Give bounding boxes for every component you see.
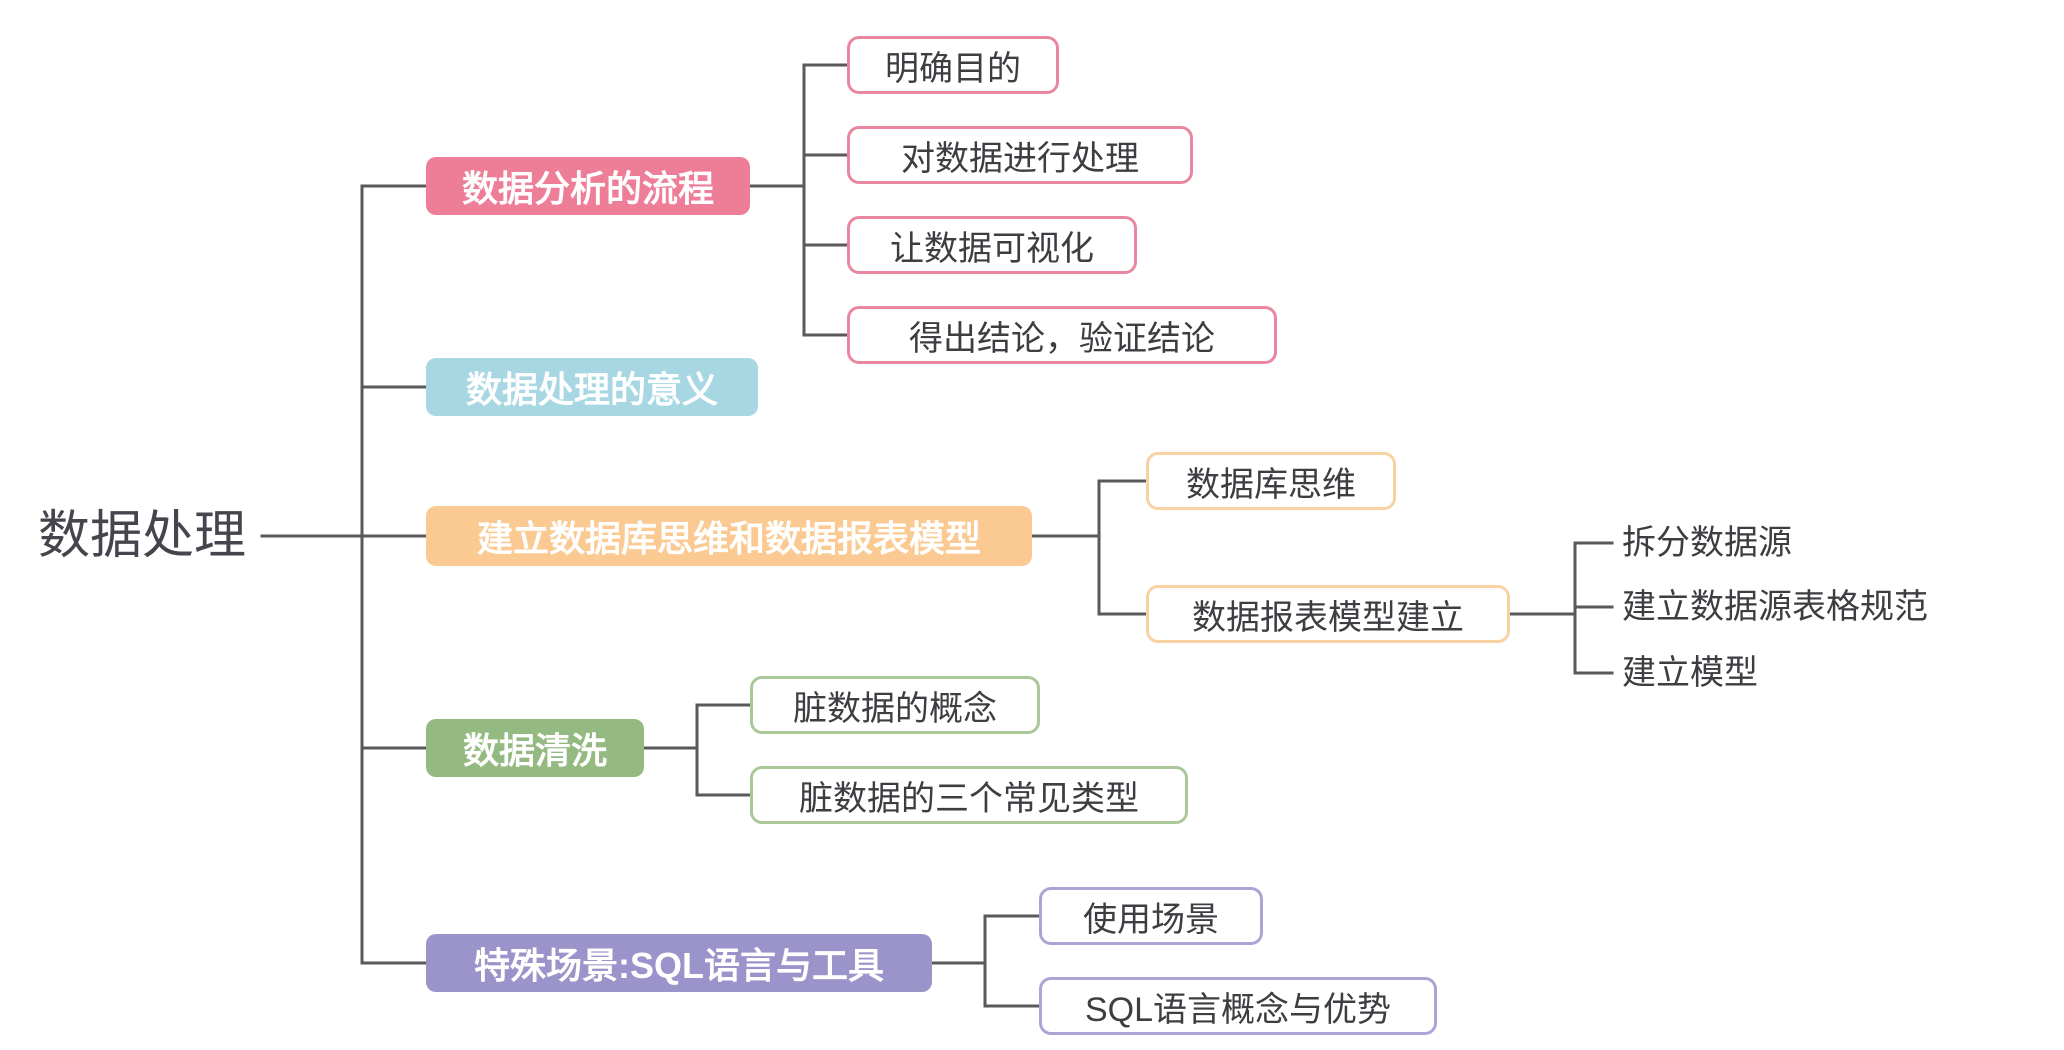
- node-clarify-purpose[interactable]: 明确目的: [847, 36, 1059, 94]
- branch-data-cleaning[interactable]: 数据清洗: [426, 719, 644, 777]
- node-dirty-data-common-types[interactable]: 脏数据的三个常见类型: [750, 766, 1188, 824]
- node-root[interactable]: 数据处理: [38, 507, 247, 565]
- node-usage-scenarios[interactable]: 使用场景: [1039, 887, 1263, 945]
- node-process-data[interactable]: 对数据进行处理: [847, 126, 1193, 184]
- node-visualize-data[interactable]: 让数据可视化: [847, 216, 1137, 274]
- node-dirty-data-concept[interactable]: 脏数据的概念: [750, 676, 1040, 734]
- branch-processing-meaning[interactable]: 数据处理的意义: [426, 358, 758, 416]
- node-build-model[interactable]: 建立模型: [1622, 654, 1758, 692]
- node-database-thinking[interactable]: 数据库思维: [1146, 452, 1396, 510]
- node-sql-concept-advantages[interactable]: SQL语言概念与优势: [1039, 977, 1437, 1035]
- node-source-table-standard[interactable]: 建立数据源表格规范: [1622, 588, 1928, 626]
- node-report-model-building[interactable]: 数据报表模型建立: [1146, 585, 1510, 643]
- branch-analysis-process[interactable]: 数据分析的流程: [426, 157, 750, 215]
- node-draw-verify-conclusions[interactable]: 得出结论，验证结论: [847, 306, 1277, 364]
- branch-database-thinking-report-model[interactable]: 建立数据库思维和数据报表模型: [426, 506, 1032, 566]
- node-split-data-source[interactable]: 拆分数据源: [1622, 524, 1792, 562]
- branch-sql-language-tools[interactable]: 特殊场景:SQL语言与工具: [426, 934, 932, 992]
